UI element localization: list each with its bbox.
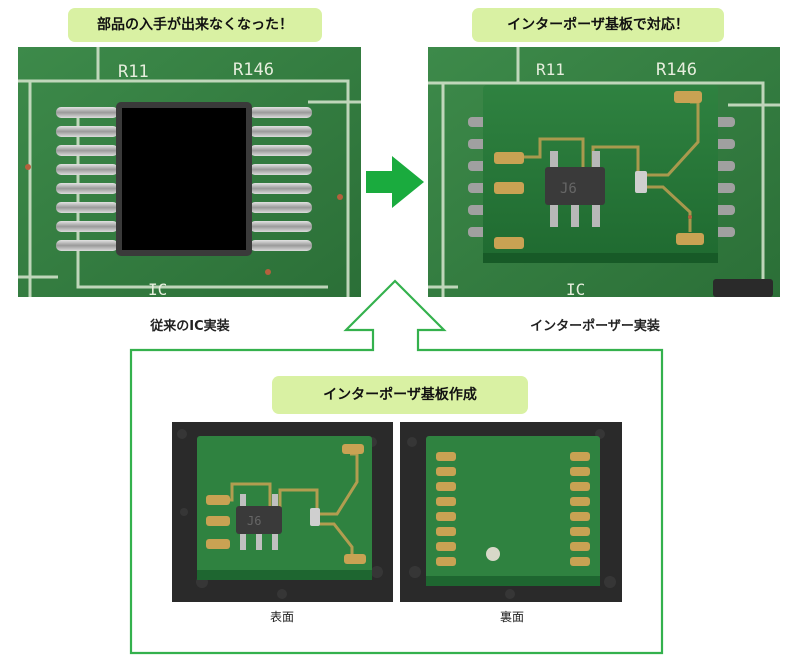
- chip-marking-b: J6: [560, 181, 577, 197]
- silk-r11-b: R11: [536, 60, 565, 79]
- right-arrow-icon: [366, 156, 424, 208]
- back-caption: 裏面: [499, 610, 524, 624]
- chip-marking-front: J6: [247, 514, 261, 528]
- solution-label: インターポーザ基板で対応！: [472, 8, 724, 42]
- conventional-ic-photo: R11 R146 IC: [18, 47, 361, 297]
- silk-r11: R11: [118, 62, 149, 82]
- silk-ic-b: IC: [566, 280, 585, 297]
- interposer-back-photo: [400, 422, 622, 602]
- silk-r146: R146: [233, 60, 274, 80]
- silk-r146-b: R146: [656, 60, 697, 80]
- conventional-caption: 従来のIC実装: [150, 319, 230, 334]
- interposer-front-photo: J6: [172, 422, 393, 602]
- problem-label: 部品の入手が出来なくなった！: [68, 8, 322, 42]
- interposer-mount-caption: インターポーザー実装: [530, 319, 660, 334]
- front-caption: 表面: [269, 610, 294, 624]
- interposer-mounted-photo: R11 R146 IC J: [428, 47, 780, 297]
- fabrication-label: インターポーザ基板作成: [272, 376, 528, 414]
- silk-ic: IC: [148, 280, 167, 297]
